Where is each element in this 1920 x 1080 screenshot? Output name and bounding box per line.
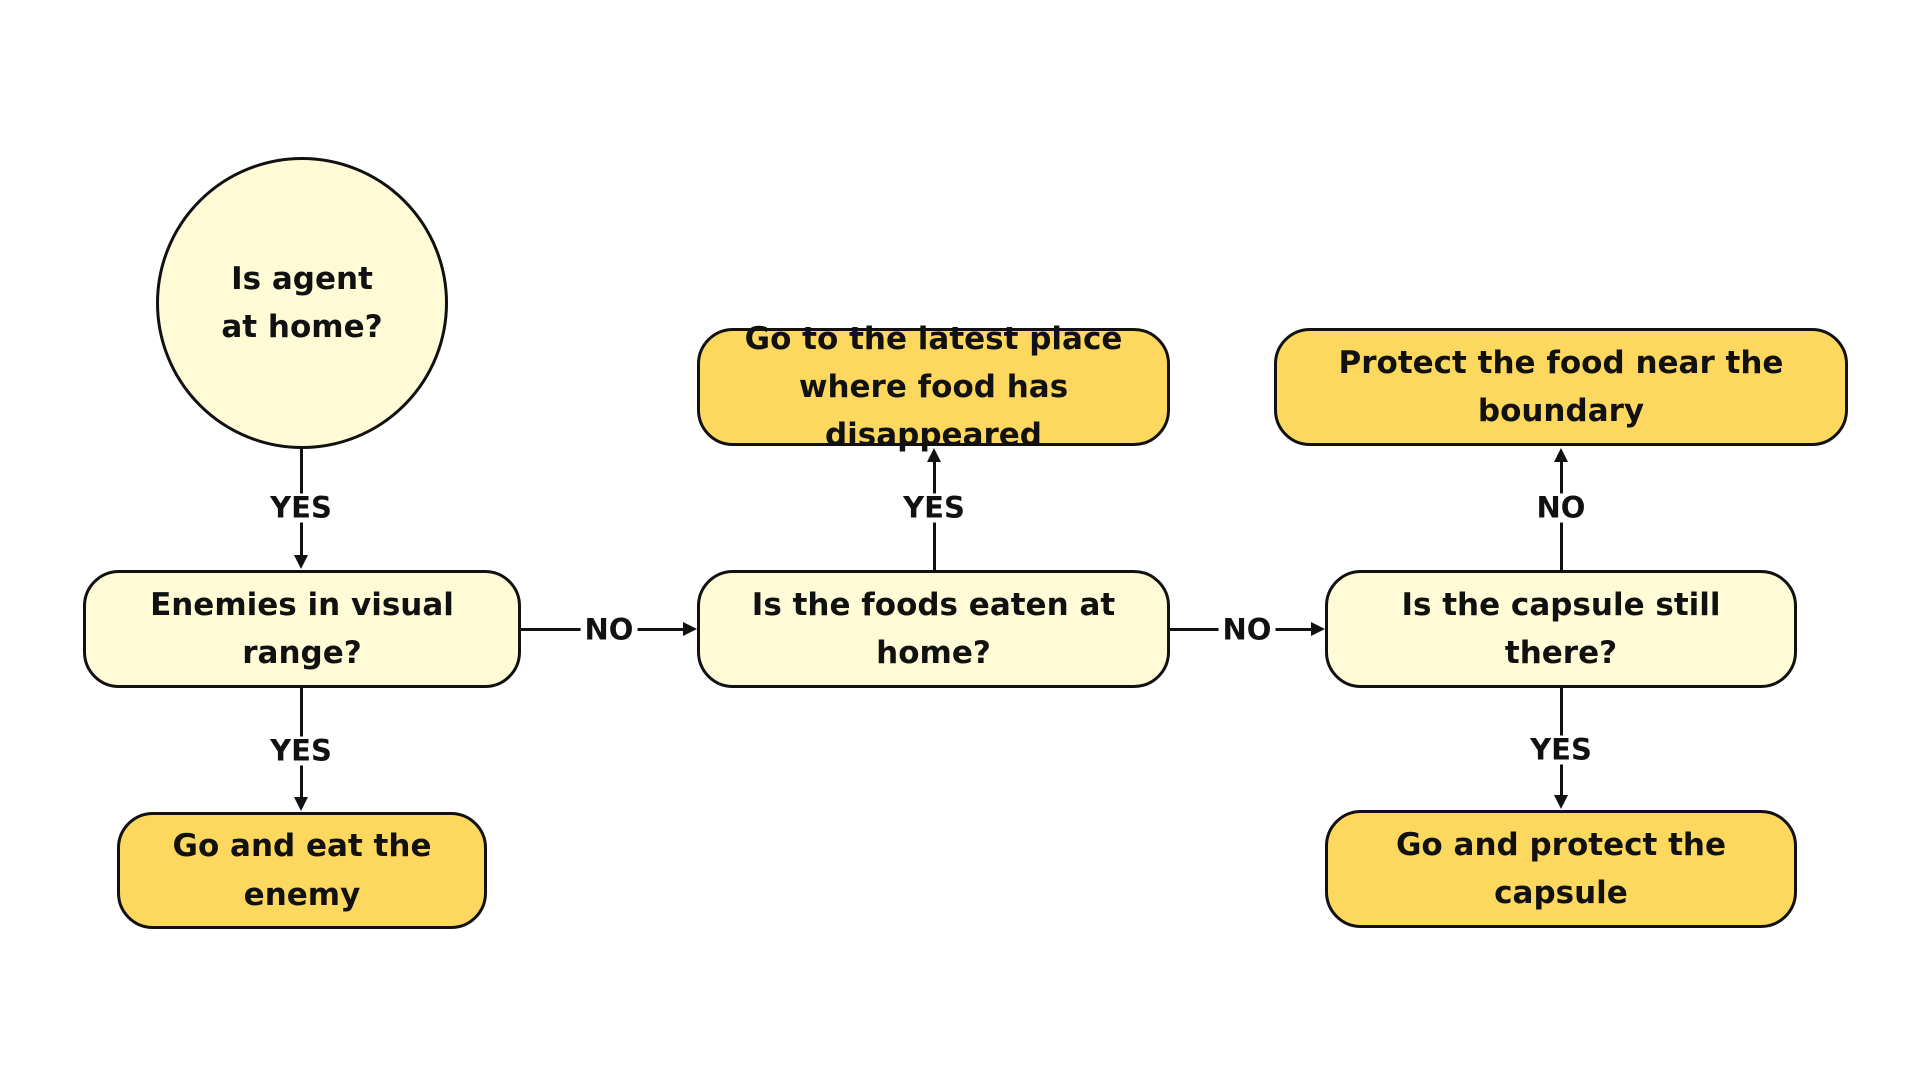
edge-capsule-to-protect-capsule-label: YES xyxy=(1526,735,1596,765)
edge-enemies-to-eat-arrowhead xyxy=(294,797,308,811)
action-protect-capsule-label: Go and protect the capsule xyxy=(1395,826,1727,911)
edge-capsule-to-protect-capsule-arrowhead xyxy=(1554,795,1568,809)
edge-enemies-to-foods-arrowhead xyxy=(683,622,697,636)
action-protect-food-boundary: Protect the food near the boundary xyxy=(1274,328,1848,446)
edge-start-to-enemies-label: YES xyxy=(266,493,336,523)
action-protect-food-label: Protect the food near the boundary xyxy=(1338,344,1784,429)
edge-start-to-enemies-arrowhead xyxy=(294,555,308,569)
edge-capsule-to-protect-food-arrowhead xyxy=(1554,448,1568,462)
edge-enemies-to-foods-label: NO xyxy=(580,615,638,645)
action-eat-enemy-label: Go and eat the enemy xyxy=(172,828,432,913)
action-latest-place-label: Go to the latest place where food has di… xyxy=(744,320,1123,454)
action-protect-capsule: Go and protect the capsule xyxy=(1325,810,1797,928)
decision-foods-label: Is the foods eaten at home? xyxy=(751,586,1116,671)
action-eat-enemy: Go and eat the enemy xyxy=(117,812,487,929)
decision-capsule-still-there: Is the capsule still there? xyxy=(1325,570,1797,688)
start-node-label: Is agent at home? xyxy=(221,260,383,345)
action-go-to-latest-place: Go to the latest place where food has di… xyxy=(697,321,1170,453)
decision-enemies-in-range: Enemies in visual range? xyxy=(83,570,521,688)
decision-enemies-label: Enemies in visual range? xyxy=(150,586,454,671)
decision-foods-eaten-at-home: Is the foods eaten at home? xyxy=(697,570,1170,688)
edge-foods-to-latest-arrowhead xyxy=(927,448,941,462)
start-node-agent-at-home: Is agent at home? xyxy=(156,157,448,449)
decision-capsule-label: Is the capsule still there? xyxy=(1401,586,1721,671)
edge-enemies-to-eat-label: YES xyxy=(266,736,336,766)
edge-capsule-to-protect-food-label: NO xyxy=(1532,493,1590,523)
edge-foods-to-latest-label: YES xyxy=(899,493,969,523)
edge-foods-to-capsule-arrowhead xyxy=(1311,622,1325,636)
edge-foods-to-capsule-label: NO xyxy=(1218,615,1276,645)
